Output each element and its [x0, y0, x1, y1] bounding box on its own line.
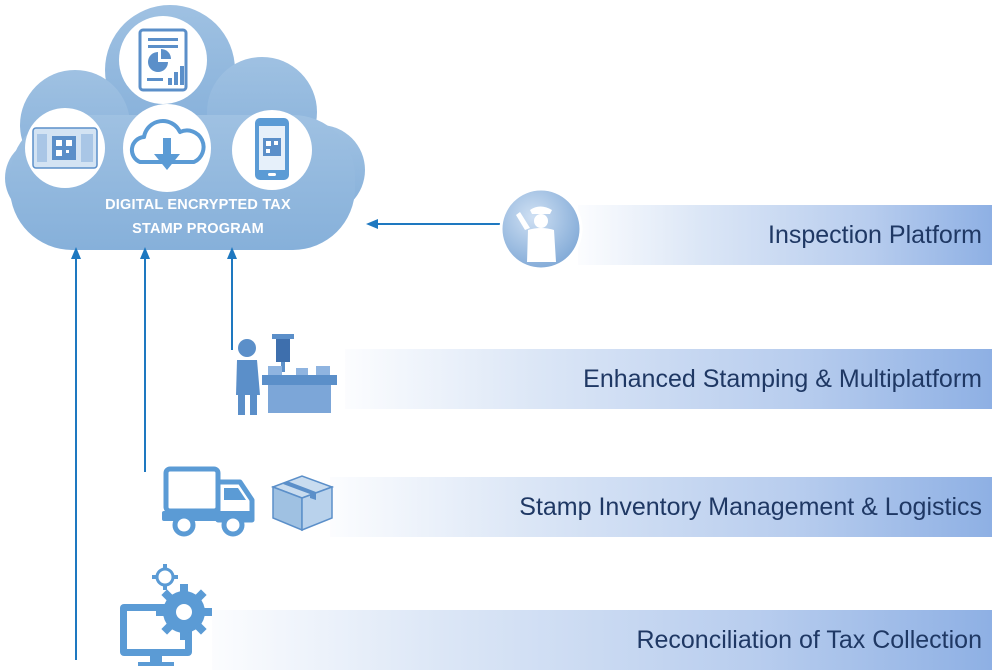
label-stamp-inventory: Stamp Inventory Management & Logistics	[519, 493, 982, 521]
inspector-icon	[499, 187, 583, 271]
cloud-title: DIGITAL ENCRYPTED TAX STAMP PROGRAM	[48, 193, 348, 241]
label-enhanced-stamping: Enhanced Stamping & Multiplatform	[583, 365, 982, 393]
mobile-qr-icon	[232, 110, 312, 190]
label-inspection-platform: Inspection Platform	[768, 221, 982, 249]
delivery-truck-and-box-icon	[162, 466, 335, 537]
connector-arrows	[71, 219, 500, 660]
band-enhanced-stamping: Enhanced Stamping & Multiplatform	[345, 349, 992, 409]
report-document-icon	[119, 16, 207, 104]
monitor-gears-icon	[120, 564, 212, 666]
band-inspection-platform: Inspection Platform	[578, 205, 992, 265]
band-reconciliation: Reconciliation of Tax Collection	[212, 610, 992, 670]
cloud-download-icon	[123, 104, 211, 192]
stamping-machine-worker-icon	[236, 334, 337, 415]
tax-stamp-icon	[25, 108, 105, 188]
cloud-title-line2: STAMP PROGRAM	[132, 221, 264, 237]
band-stamp-inventory: Stamp Inventory Management & Logistics	[330, 477, 992, 537]
label-reconciliation: Reconciliation of Tax Collection	[636, 626, 982, 654]
cloud-title-line1: DIGITAL ENCRYPTED TAX	[105, 197, 291, 213]
